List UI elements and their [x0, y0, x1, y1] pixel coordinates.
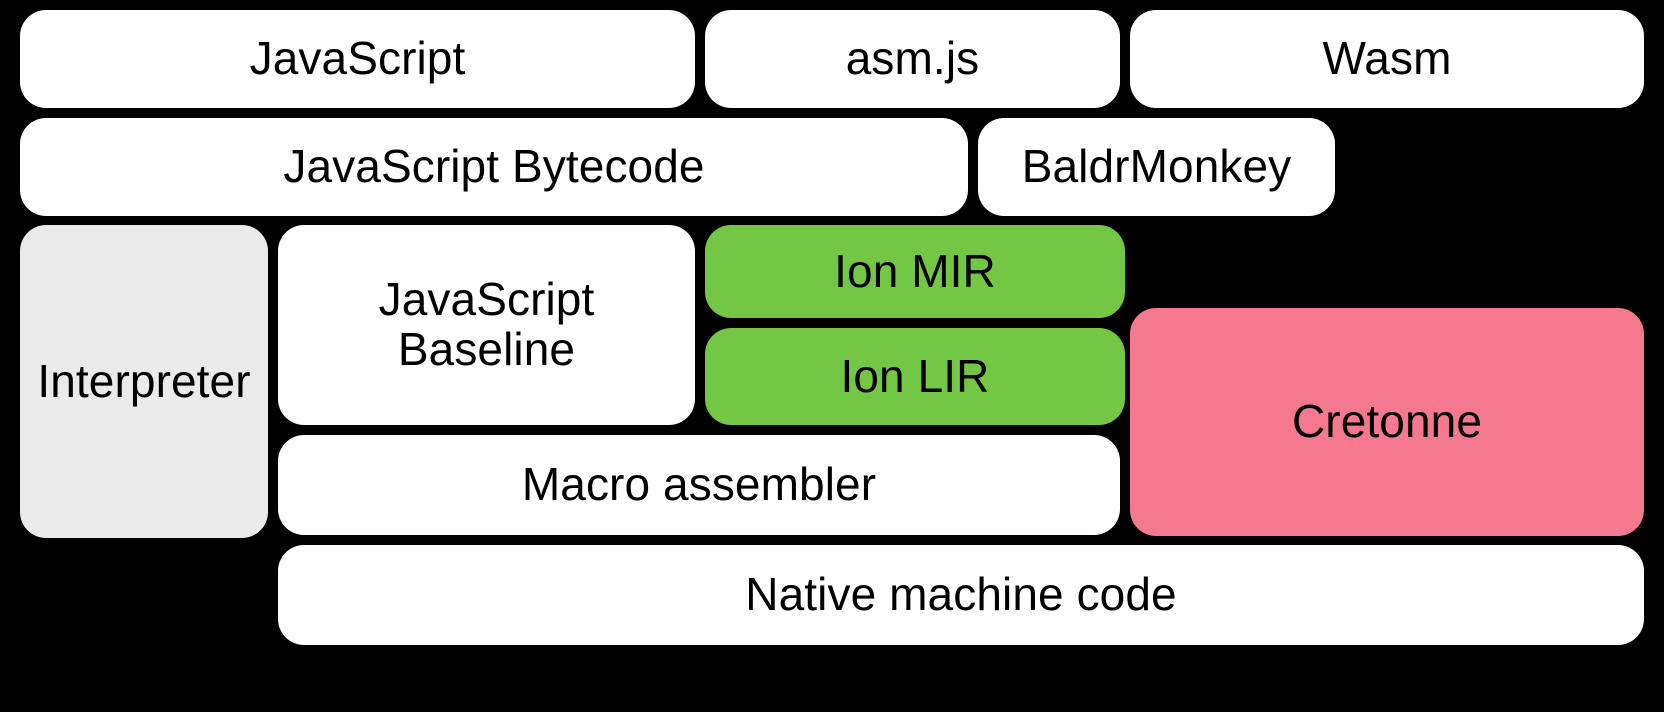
node-javascript-baseline: JavaScript Baseline	[278, 225, 695, 425]
node-native-machine-code: Native machine code	[278, 545, 1644, 645]
node-macro-assembler: Macro assembler	[278, 435, 1120, 535]
node-ion-lir: Ion LIR	[705, 328, 1125, 425]
node-interpreter: Interpreter	[20, 225, 268, 538]
node-javascript-bytecode: JavaScript Bytecode	[20, 118, 968, 216]
node-asm-js: asm.js	[705, 10, 1120, 108]
node-javascript: JavaScript	[20, 10, 695, 108]
node-baldrmonkey: BaldrMonkey	[978, 118, 1335, 216]
node-ion-mir: Ion MIR	[705, 225, 1125, 318]
node-wasm: Wasm	[1130, 10, 1644, 108]
node-cretonne: Cretonne	[1130, 308, 1644, 536]
